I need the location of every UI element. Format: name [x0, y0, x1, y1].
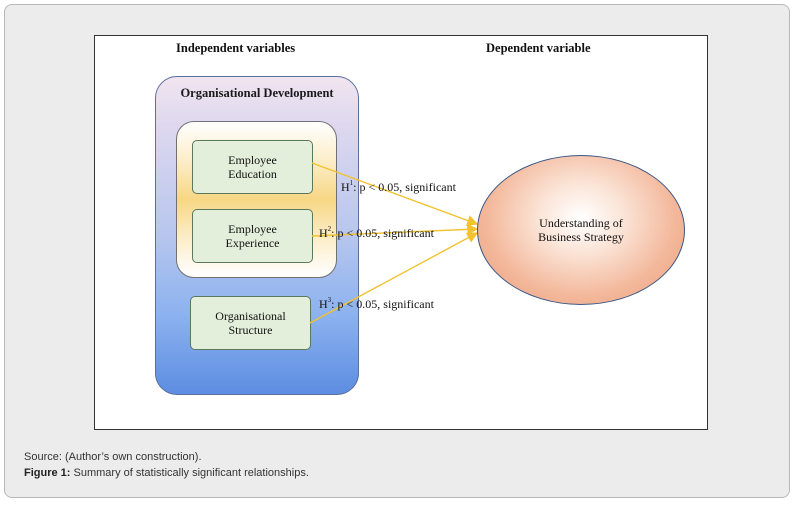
- outcome-label-line1: Understanding of: [539, 216, 623, 230]
- figure-caption-text: Summary of statistically significant rel…: [70, 467, 309, 479]
- figure-card: Independent variables Dependent variable…: [4, 4, 790, 498]
- figure-label: Figure 1:: [24, 467, 71, 479]
- hypothesis-number: 1: [349, 179, 354, 187]
- h2-arrow: [311, 223, 479, 237]
- hypothesis-2-label: H2: p < 0.05, significant: [319, 226, 434, 241]
- hypothesis-1-label: H1: p < 0.05, significant: [341, 180, 456, 195]
- hypothesis-result: : p < 0.05, significant: [331, 226, 434, 240]
- hypothesis-letter: H: [319, 226, 328, 240]
- variable-label-line1: Employee: [228, 222, 277, 236]
- dependent-variable-header: Dependent variable: [486, 41, 591, 55]
- hypothesis-result: : p < 0.05, significant: [353, 180, 456, 194]
- variable-label-line2: Education: [228, 167, 277, 181]
- h3-arrow: [309, 232, 479, 324]
- independent-variables-header: Independent variables: [176, 41, 296, 55]
- variable-label-line2: Structure: [228, 323, 273, 337]
- hypothesis-letter: H: [319, 297, 328, 311]
- hypothesis-3-label: H3: p < 0.05, significant: [319, 297, 434, 312]
- variable-label-line1: Organisational: [215, 309, 286, 323]
- hypothesis-result: : p < 0.05, significant: [331, 297, 434, 311]
- hypothesis-number: 3: [327, 296, 332, 304]
- source-caption: Source: (Author’s own construction).: [24, 451, 202, 463]
- variable-label-line1: Employee: [228, 153, 277, 167]
- h1-arrow: [311, 162, 479, 226]
- outcome-label-line2: Business Strategy: [538, 230, 624, 244]
- figure-caption: Figure 1: Summary of statistically signi…: [24, 467, 309, 479]
- variable-label-line2: Experience: [225, 236, 280, 250]
- group-title: Organisational Development: [180, 86, 334, 100]
- relationship-arrows: [309, 162, 479, 324]
- diagram-frame: Independent variables Dependent variable…: [94, 35, 708, 430]
- hypothesis-letter: H: [341, 180, 350, 194]
- hypothesis-number: 2: [327, 225, 332, 233]
